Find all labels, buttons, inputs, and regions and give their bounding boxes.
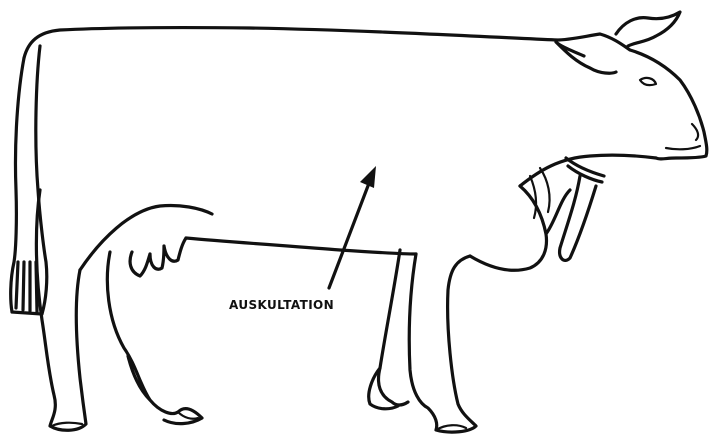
- cow-udder: [80, 205, 212, 276]
- cow-collar: [560, 158, 604, 260]
- cow-tail: [11, 46, 47, 314]
- cow-muzzle: [666, 124, 700, 149]
- annotation-arrow-head: [360, 166, 376, 188]
- cow-back-outline: [24, 28, 556, 58]
- cow-hooves: [52, 412, 466, 430]
- annotation-label: AUSKULTATION: [229, 298, 334, 312]
- cow-ear: [556, 42, 616, 73]
- cow-chest-dewlap: [470, 186, 570, 270]
- cow-horn: [616, 12, 680, 46]
- cow-hind-leg-inner: [107, 252, 202, 424]
- cow-belly-line: [186, 238, 416, 254]
- annotation-arrow-shaft: [329, 178, 371, 288]
- cow-front-leg-rear: [409, 254, 476, 432]
- cow-eye: [640, 78, 656, 85]
- cow-front-leg-other: [369, 250, 408, 409]
